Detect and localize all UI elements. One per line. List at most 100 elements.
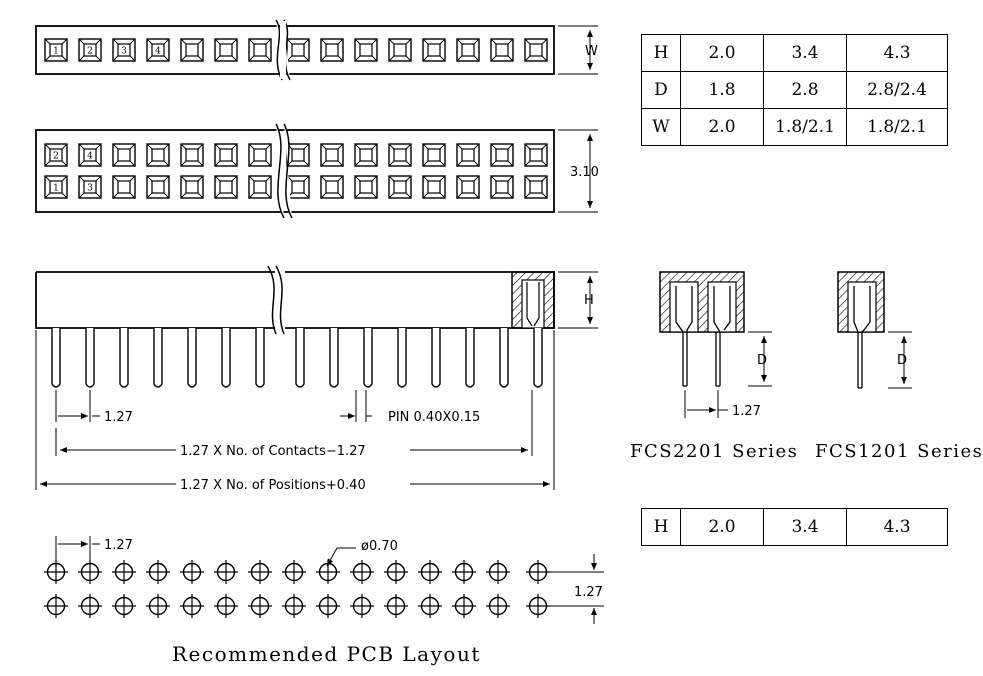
contact-cell bbox=[490, 175, 514, 199]
contact-cell bbox=[320, 38, 344, 62]
table-row: D 1.8 2.8 2.8/2.4 bbox=[641, 71, 948, 109]
spec-table-dual: H 2.0 3.4 4.3 D 1.8 2.8 2.8/2.4 W 2.0 1.… bbox=[641, 34, 948, 146]
contact-cell: 2 bbox=[78, 38, 102, 62]
pin-number: 1 bbox=[53, 47, 59, 57]
pin-number: 3 bbox=[87, 184, 93, 194]
pcb-hole bbox=[180, 560, 204, 584]
pcb-hole bbox=[452, 594, 476, 618]
pcb-hole bbox=[384, 594, 408, 618]
dim-h-label: H bbox=[584, 293, 594, 308]
pcb-hole bbox=[180, 594, 204, 618]
pin-number: 2 bbox=[53, 152, 59, 162]
dim-w-label: W bbox=[585, 44, 598, 59]
dim-d-label: D bbox=[757, 353, 767, 368]
contact-cell bbox=[112, 175, 136, 199]
positions-formula: 1.27 X No. of Positions+0.40 bbox=[180, 478, 366, 493]
contact-cell bbox=[456, 175, 480, 199]
table-cell: 2.0 bbox=[680, 508, 764, 546]
fcs1201-section: D bbox=[837, 271, 912, 389]
pin bbox=[51, 328, 61, 388]
table-row: H 2.0 3.4 4.3 bbox=[641, 34, 948, 72]
contact-cell bbox=[146, 143, 170, 167]
contact-cell: 4 bbox=[78, 143, 102, 167]
contact-cell: 1 bbox=[44, 175, 68, 199]
contact-cell bbox=[524, 175, 548, 199]
pcb-hole bbox=[282, 594, 306, 618]
pcb-hole bbox=[282, 560, 306, 584]
contact-cell bbox=[180, 38, 204, 62]
contact-cell bbox=[388, 175, 412, 199]
contact-cell bbox=[422, 143, 446, 167]
table-cell: 3.4 bbox=[763, 34, 847, 72]
contact-cell: 2 bbox=[44, 143, 68, 167]
table-cell: 2.0 bbox=[680, 108, 764, 146]
table-cell: 3.4 bbox=[763, 508, 847, 546]
contact-cell bbox=[248, 38, 272, 62]
pcb-hole bbox=[112, 560, 136, 584]
contact-cell bbox=[320, 175, 344, 199]
pin bbox=[533, 328, 543, 388]
contact-cell bbox=[524, 38, 548, 62]
pcb-hole bbox=[146, 560, 170, 584]
pin-number: 2 bbox=[87, 47, 93, 57]
contact-cell bbox=[354, 175, 378, 199]
row-label: D bbox=[641, 71, 681, 109]
row-label: H bbox=[641, 508, 681, 546]
pcb-hole bbox=[146, 594, 170, 618]
contact-cell bbox=[248, 143, 272, 167]
contact-cell bbox=[456, 38, 480, 62]
contact-cell bbox=[422, 38, 446, 62]
table-row: H 2.0 3.4 4.3 bbox=[641, 508, 948, 546]
pin bbox=[187, 328, 197, 388]
pcb-hole bbox=[214, 594, 238, 618]
contact-cell bbox=[286, 38, 310, 62]
pcb-hole bbox=[486, 560, 510, 584]
pin bbox=[221, 328, 231, 388]
contact-cell bbox=[490, 38, 514, 62]
contact-cell bbox=[320, 143, 344, 167]
contact-cell bbox=[180, 143, 204, 167]
contact-cell: 3 bbox=[112, 38, 136, 62]
contact-cell bbox=[180, 175, 204, 199]
contact-cell bbox=[214, 143, 238, 167]
contact-cell bbox=[286, 143, 310, 167]
contact-cell bbox=[388, 38, 412, 62]
contact-cell bbox=[112, 143, 136, 167]
contact-cell bbox=[524, 143, 548, 167]
contact-cell bbox=[456, 143, 480, 167]
pcb-hole bbox=[112, 594, 136, 618]
pcb-hole bbox=[214, 560, 238, 584]
pcb-hole bbox=[316, 594, 340, 618]
series-label-single: FCS1201 Series bbox=[815, 441, 983, 462]
pin-number: 3 bbox=[121, 47, 127, 57]
pin bbox=[363, 328, 373, 388]
series-pitch-label: 1.27 bbox=[732, 404, 761, 419]
pcb-hole bbox=[78, 560, 102, 584]
pitch-label: 1.27 bbox=[104, 410, 133, 425]
pcb-hole bbox=[418, 594, 442, 618]
pin-size-label: PIN 0.40X0.15 bbox=[388, 410, 480, 425]
dual-row-top-view: 2 1 4 3 3.10 bbox=[35, 123, 599, 219]
pcb-pitch-label: 1.27 bbox=[104, 538, 133, 553]
contact-cell: 1 bbox=[44, 38, 68, 62]
dim-height-label: 3.10 bbox=[570, 165, 599, 180]
fcs2201-section: D 1.27 bbox=[659, 271, 772, 419]
table-cell: 1.8/2.1 bbox=[763, 108, 847, 146]
pcb-hole bbox=[44, 560, 68, 584]
pcb-hole bbox=[350, 560, 374, 584]
row-spacing-label: 1.27 bbox=[574, 585, 603, 600]
pcb-hole bbox=[44, 594, 68, 618]
pcb-hole bbox=[78, 594, 102, 618]
table-cell: 2.8/2.4 bbox=[846, 71, 948, 109]
row-label: H bbox=[641, 34, 681, 72]
table-cell: 4.3 bbox=[846, 508, 948, 546]
pin bbox=[295, 328, 305, 388]
pin bbox=[153, 328, 163, 388]
table-cell: 2.0 bbox=[680, 34, 764, 72]
pin bbox=[397, 328, 407, 388]
pin-number: 4 bbox=[87, 152, 93, 162]
side-view: H 1.27 PIN 0.40X0.15 1.27 X No. of Conta… bbox=[35, 265, 598, 493]
pcb-hole bbox=[350, 594, 374, 618]
